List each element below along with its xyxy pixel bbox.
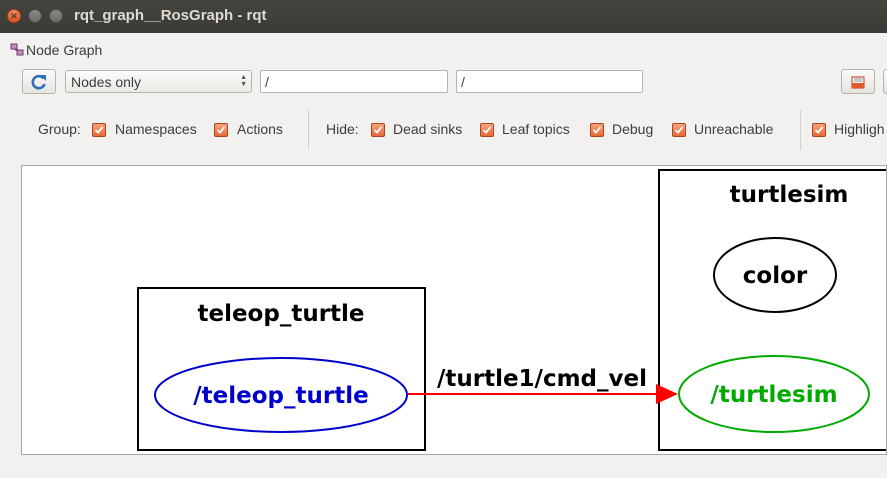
group-label: Group:	[38, 121, 81, 137]
namespace-label: turtlesim	[730, 182, 849, 208]
graph-svg[interactable]: teleop_turtle turtlesim /teleop_turtle c…	[22, 166, 887, 455]
edge-label: /turtle1/cmd_vel	[437, 366, 647, 392]
namespaces-label: Namespaces	[115, 121, 197, 137]
refresh-icon	[31, 74, 46, 90]
namespace-cluster-turtlesim[interactable]	[658, 169, 887, 451]
node-label: /turtlesim	[710, 382, 837, 408]
view-mode-select[interactable]: Nodes only ▲▼	[65, 70, 252, 93]
checkbox-checked-icon	[672, 123, 686, 137]
window-maximize-button[interactable]	[49, 9, 63, 23]
node-graph-icon	[10, 43, 24, 57]
checkbox-checked-icon	[214, 123, 228, 137]
node-label: color	[743, 263, 808, 289]
separator	[308, 110, 309, 150]
refresh-button[interactable]	[22, 69, 56, 94]
load-dot-button[interactable]	[841, 69, 875, 94]
topic-filter-input[interactable]: /	[456, 70, 643, 93]
checkbox-checked-icon	[480, 123, 494, 137]
node-turtlesim[interactable]	[678, 355, 870, 433]
open-file-icon	[851, 76, 865, 89]
leaf-topics-label: Leaf topics	[502, 121, 570, 137]
dock-title-label: Node Graph	[26, 42, 103, 58]
view-mode-value: Nodes only	[71, 74, 142, 90]
checkbox-checked-icon	[812, 123, 826, 137]
checkbox-checked-icon	[92, 123, 106, 137]
actions-label: Actions	[237, 121, 283, 137]
namespace-label: teleop_turtle	[197, 301, 364, 327]
graph-canvas[interactable]: teleop_turtle turtlesim /teleop_turtle c…	[21, 165, 887, 455]
highlight-label: Highligh	[834, 121, 885, 137]
edge-arrowhead	[656, 384, 678, 404]
window-close-button[interactable]: ×	[7, 9, 21, 23]
separator	[800, 110, 801, 150]
namespace-cluster-teleop-turtle[interactable]	[137, 287, 426, 451]
window-minimize-button[interactable]	[28, 9, 42, 23]
dock-title[interactable]: Node Graph	[10, 42, 102, 58]
window-title: rqt_graph__RosGraph - rqt	[74, 7, 267, 24]
select-arrows-icon: ▲▼	[240, 74, 247, 88]
node-teleop-turtle[interactable]	[154, 357, 408, 433]
hide-label: Hide:	[326, 121, 359, 137]
unreachable-label: Unreachable	[694, 121, 774, 137]
debug-label: Debug	[612, 121, 654, 137]
node-label: /teleop_turtle	[193, 383, 368, 409]
node-filter-input[interactable]: /	[260, 70, 448, 93]
save-button[interactable]	[883, 69, 887, 94]
checkbox-checked-icon	[590, 123, 604, 137]
checkbox-checked-icon	[371, 123, 385, 137]
dead-sinks-label: Dead sinks	[393, 121, 463, 137]
window-titlebar: × rqt_graph__RosGraph - rqt	[0, 0, 887, 33]
node-color[interactable]	[713, 237, 837, 313]
